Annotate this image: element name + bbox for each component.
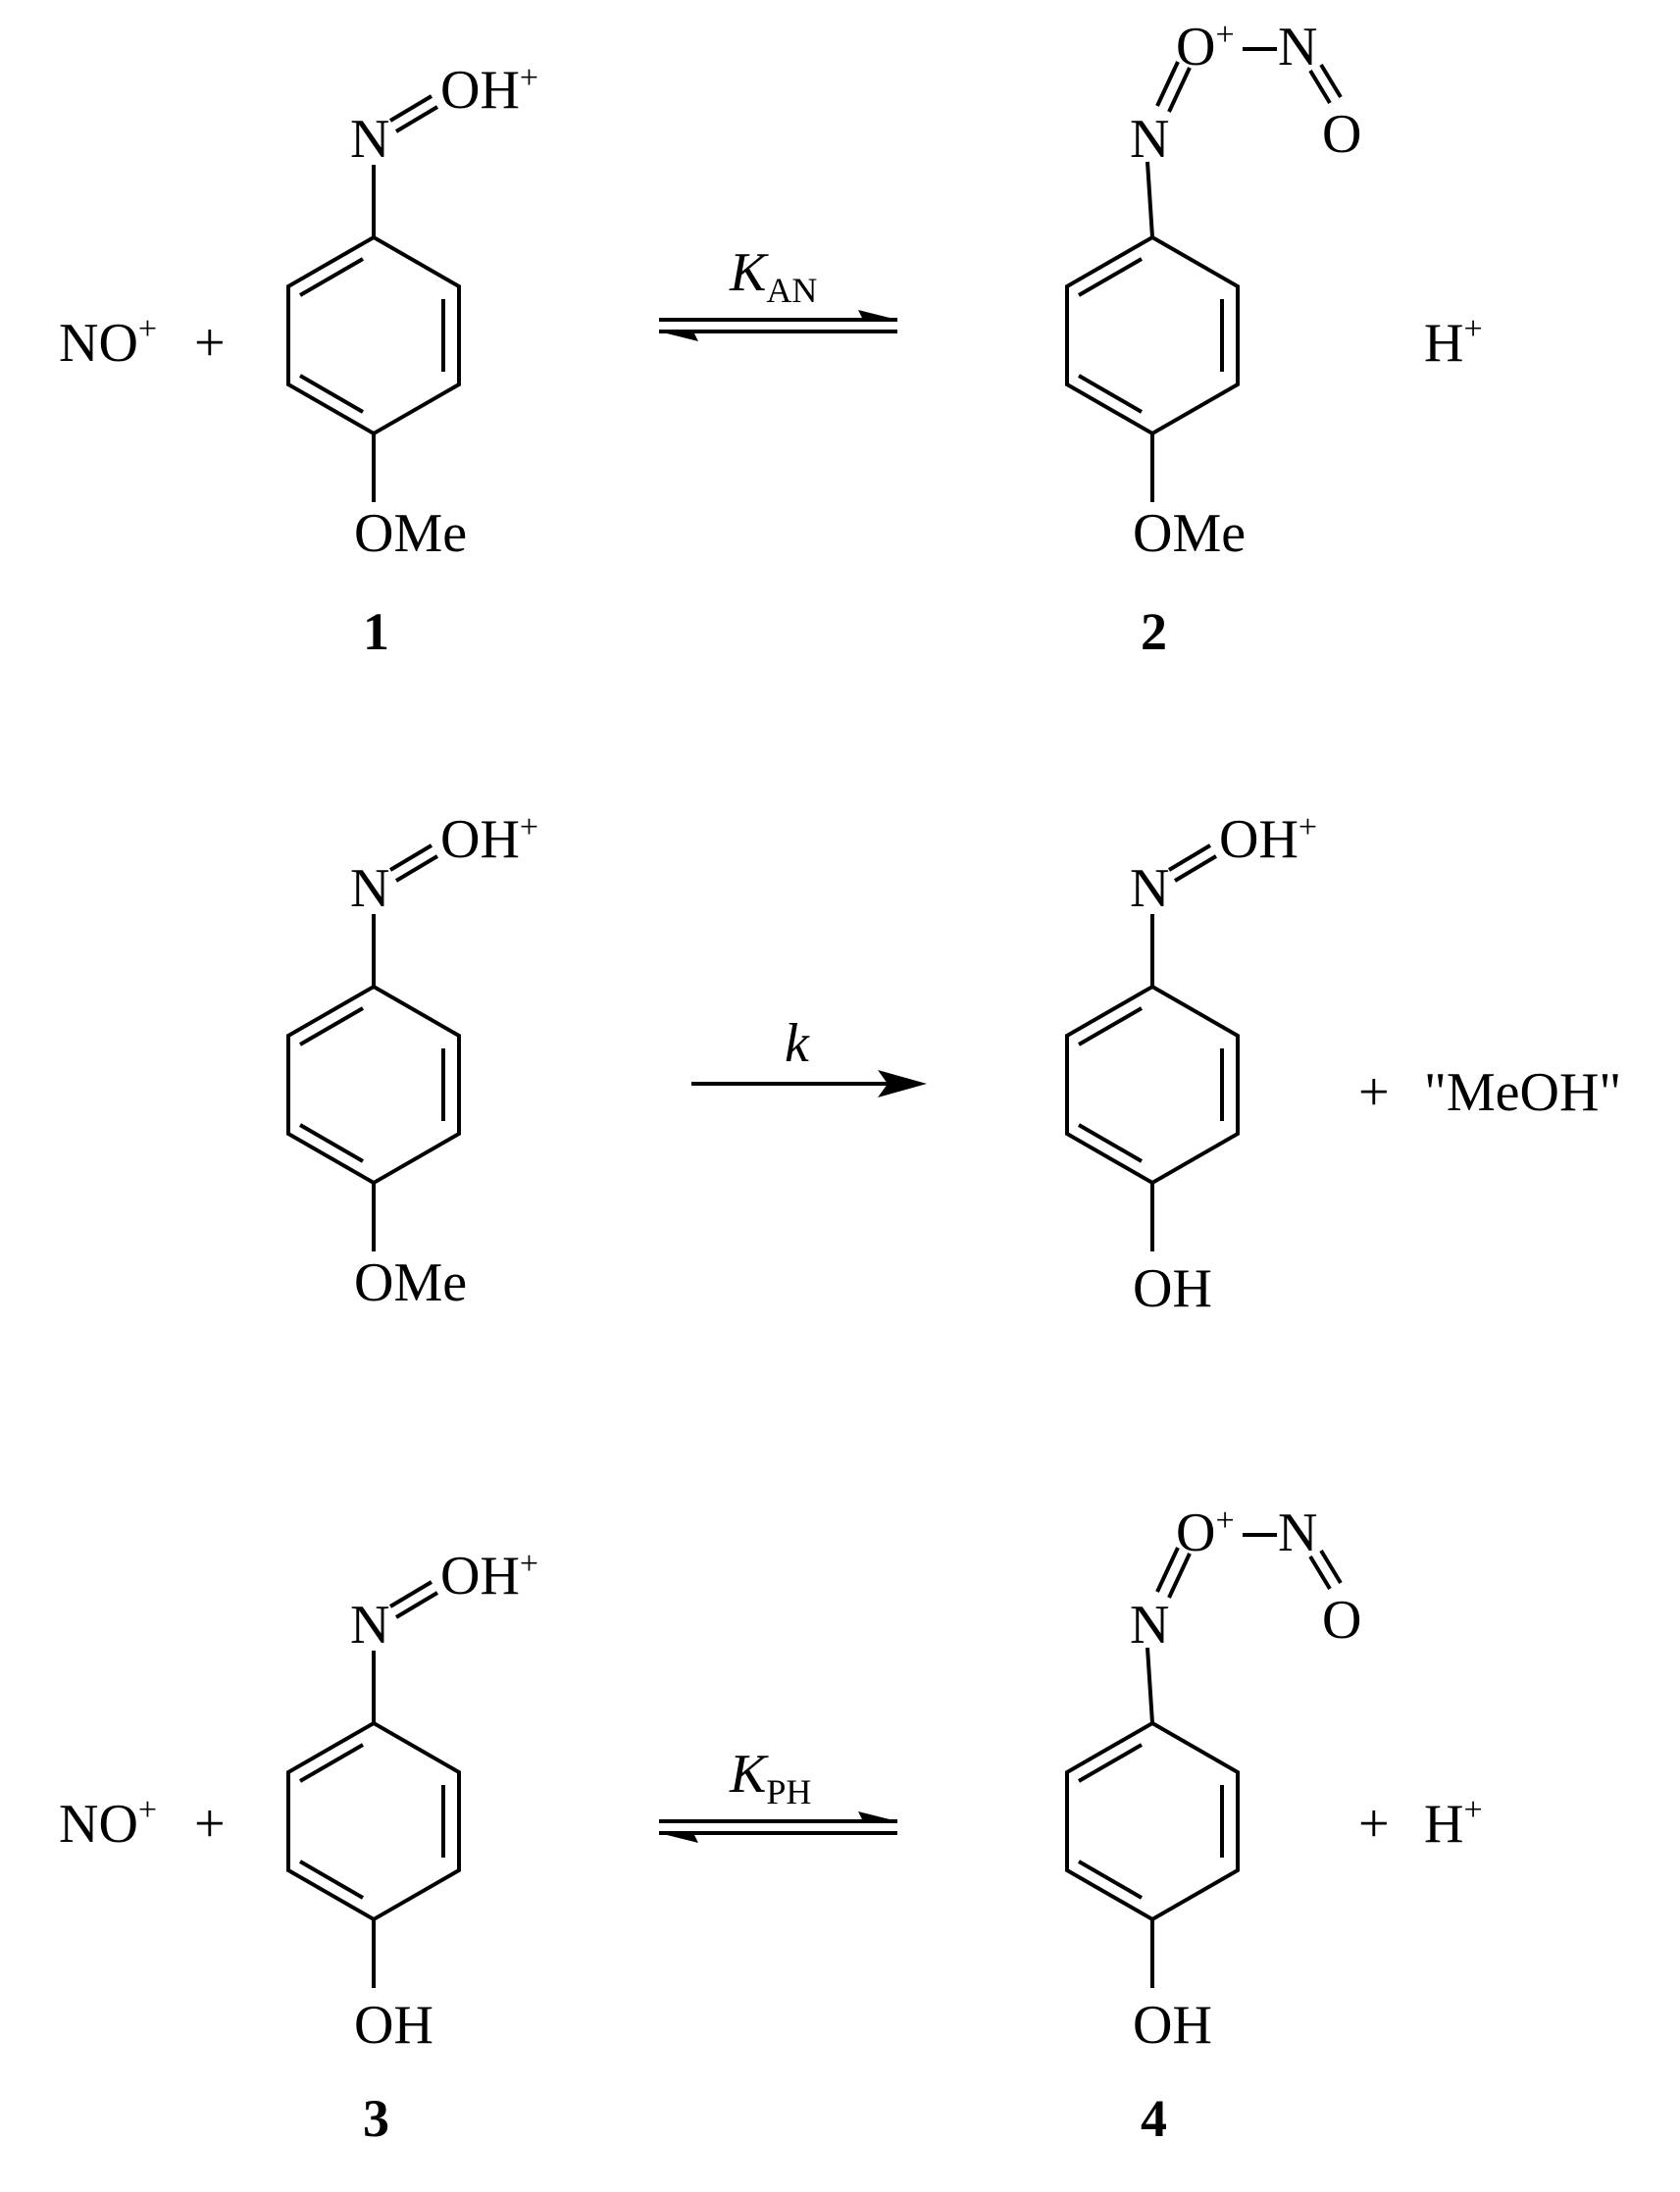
reaction-3: NO+ + N OH+ OH 3 bbox=[59, 1503, 1483, 2148]
compound-number-1: 1 bbox=[363, 602, 389, 661]
n-o-double-bond bbox=[1155, 61, 1192, 113]
nitroso-nitrogen-label: N bbox=[1278, 17, 1317, 77]
n-oh-double-bond bbox=[388, 843, 439, 883]
equilibrium-constant-kan: KAN bbox=[729, 242, 817, 310]
nitroso-oxygen-label: O bbox=[1322, 1590, 1361, 1651]
benzene-ring bbox=[286, 984, 461, 1186]
nitrogen-label: N bbox=[350, 858, 389, 919]
anisole-oxime-structure: N OH+ OMe bbox=[286, 809, 538, 1313]
c-n-bond bbox=[1145, 1647, 1154, 1724]
nitrogen-label: N bbox=[1130, 858, 1169, 919]
methanol-coproduct: "MeOH" bbox=[1424, 1062, 1621, 1123]
equilibrium-constant-kph: KPH bbox=[729, 1744, 811, 1811]
plus-sign: + bbox=[194, 1794, 226, 1855]
nitrogen-label: N bbox=[350, 1595, 389, 1656]
equilibrium-arrow-kph bbox=[659, 1811, 897, 1843]
n-oh-double-bond bbox=[1167, 843, 1218, 883]
n-oh-double-bond bbox=[388, 1580, 439, 1619]
nitrogen-label: N bbox=[1130, 109, 1169, 170]
benzene-ring bbox=[1065, 984, 1240, 1186]
plus-sign: + bbox=[194, 313, 226, 374]
hydroxyl-label: OH+ bbox=[440, 60, 538, 121]
nitrogen-label: N bbox=[1130, 1595, 1169, 1656]
forward-arrow-k bbox=[691, 1070, 927, 1097]
reaction-2: N OH+ OMe k N OH+ OH bbox=[286, 809, 1621, 1319]
compound-number-2: 2 bbox=[1141, 602, 1167, 661]
rate-constant-k: k bbox=[785, 1013, 810, 1074]
benzene-ring bbox=[286, 234, 461, 436]
hydroxyl-group-label: OH bbox=[1133, 1995, 1212, 2056]
methoxy-label: OMe bbox=[354, 503, 467, 564]
benzene-ring bbox=[286, 1720, 461, 1922]
reaction-1: NO+ + N OH+ OMe 1 bbox=[59, 17, 1483, 661]
nitroso-oxygen-label: O bbox=[1322, 104, 1361, 165]
methoxy-label: OMe bbox=[1133, 503, 1246, 564]
hydroxyl-group-label: OH bbox=[1133, 1258, 1212, 1319]
plus-sign: + bbox=[1358, 1062, 1390, 1123]
oxonium-label: O+ bbox=[1176, 1503, 1235, 1563]
phenol-oxime-structure: N OH+ OH bbox=[1065, 809, 1317, 1319]
hydroxyl-label: OH+ bbox=[1219, 809, 1317, 870]
proton-coproduct: H+ bbox=[1424, 311, 1483, 374]
oxonium-label: O+ bbox=[1176, 17, 1235, 77]
nitrosonium-reactant-3: NO+ bbox=[59, 1792, 157, 1855]
benzene-ring bbox=[1065, 234, 1240, 436]
hydroxyl-group-label: OH bbox=[354, 1995, 433, 2056]
n-o-double-bond bbox=[1308, 63, 1343, 105]
proton-coproduct: H+ bbox=[1424, 1792, 1483, 1855]
equilibrium-arrow-kan bbox=[659, 310, 897, 341]
methoxy-label: OMe bbox=[354, 1252, 467, 1313]
hydroxyl-label: OH+ bbox=[440, 1546, 538, 1606]
nitroso-nitrogen-label: N bbox=[1278, 1503, 1317, 1563]
n-oh-double-bond bbox=[388, 94, 439, 133]
c-n-bond bbox=[1145, 161, 1154, 238]
benzene-ring bbox=[1065, 1720, 1240, 1922]
compound-4-structure: N O+ N O OH 4 bbox=[1065, 1503, 1361, 2148]
n-o-double-bond bbox=[1308, 1549, 1343, 1591]
compound-3-structure: N OH+ OH 3 bbox=[286, 1546, 538, 2148]
compound-number-4: 4 bbox=[1141, 2089, 1167, 2148]
nitrogen-label: N bbox=[350, 109, 389, 170]
hydroxyl-label: OH+ bbox=[440, 809, 538, 870]
compound-1-structure: N OH+ OMe 1 bbox=[286, 60, 538, 661]
compound-number-3: 3 bbox=[363, 2089, 389, 2148]
plus-sign: + bbox=[1358, 1794, 1390, 1855]
n-o-double-bond bbox=[1155, 1547, 1192, 1599]
nitrosonium-reactant-1: NO+ bbox=[59, 311, 157, 374]
compound-2-structure: N O+ N O OMe 2 bbox=[1065, 17, 1361, 661]
